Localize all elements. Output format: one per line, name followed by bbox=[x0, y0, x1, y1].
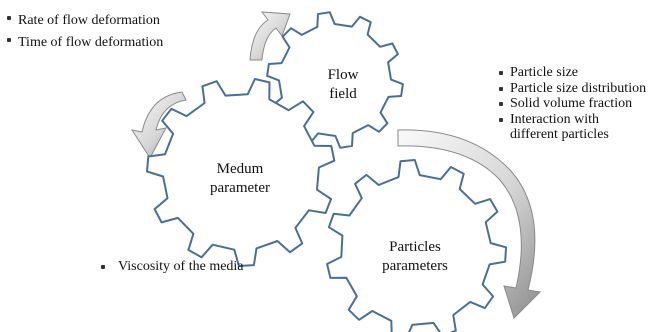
particle-factor-item: Interaction with bbox=[497, 112, 646, 128]
particle-factor-item: Particle size distribution bbox=[497, 81, 646, 97]
particle-factor-item-continued: different particles bbox=[510, 127, 609, 142]
flow-factor-item: Rate of flow deformation bbox=[5, 10, 163, 32]
medium-factor-list: Viscosity of the media bbox=[99, 259, 244, 275]
right-curved-arrow bbox=[397, 129, 542, 319]
particle-factor-item: Particle size bbox=[497, 65, 646, 81]
particles-parameters-gear bbox=[326, 159, 507, 332]
medium-factor-item: Viscosity of the media bbox=[99, 259, 244, 275]
particle-factor-list: Particle size Particle size distribution… bbox=[497, 65, 646, 143]
particle-factor-item: Solid volume fraction bbox=[497, 96, 646, 112]
particles-parameters-label-line1: Particles bbox=[389, 239, 441, 255]
flow-factor-list: Rate of flow deformation Time of flow de… bbox=[5, 10, 163, 54]
medium-parameter-label-line1: Medum bbox=[216, 161, 264, 177]
flow-field-label: Flow field bbox=[328, 66, 359, 104]
medium-parameter-gear bbox=[146, 78, 336, 267]
medium-parameter-label: Medum parameter bbox=[210, 160, 270, 198]
particles-parameters-label-line2: parameters bbox=[382, 258, 448, 274]
flow-factor-item: Time of flow deformation bbox=[5, 32, 163, 54]
medium-parameter-label-line2: parameter bbox=[210, 180, 270, 196]
flow-field-label-line1: Flow bbox=[327, 67, 359, 83]
top-curved-arrow bbox=[249, 11, 291, 61]
particles-parameters-label: Particles parameters bbox=[382, 238, 448, 276]
flow-field-label-line2: field bbox=[329, 86, 357, 102]
